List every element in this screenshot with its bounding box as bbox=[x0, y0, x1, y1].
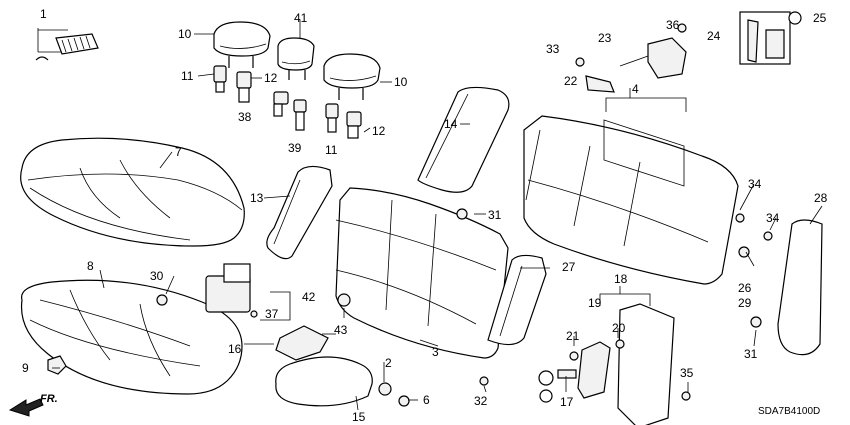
callout-41: 41 bbox=[294, 11, 308, 25]
callout-1: 1 bbox=[40, 7, 47, 21]
diagram-code: SDA7B4100D bbox=[758, 406, 820, 417]
callout-10-right: 10 bbox=[394, 75, 408, 89]
part-13-side-bolster-left bbox=[266, 165, 333, 260]
part-24-25-striker bbox=[739, 11, 802, 65]
part-27-side-panel-right bbox=[487, 254, 547, 346]
callout-28: 28 bbox=[814, 191, 828, 205]
callout-31-right: 31 bbox=[744, 347, 758, 361]
direction-label: FR. bbox=[40, 393, 58, 405]
part-22-23-latch bbox=[585, 37, 687, 93]
callout-30: 30 bbox=[150, 269, 164, 283]
callout-42: 42 bbox=[302, 290, 316, 304]
callout-10-left: 10 bbox=[178, 27, 192, 41]
callout-26: 26 bbox=[738, 281, 752, 295]
callout-4: 4 bbox=[632, 82, 639, 96]
callout-38: 38 bbox=[238, 110, 252, 124]
part-3-seat-back-pad bbox=[335, 187, 509, 359]
fasteners bbox=[156, 23, 773, 407]
part-14-center-panel bbox=[417, 86, 510, 193]
part-28-side-panel-far-right bbox=[777, 219, 823, 356]
callout-29: 29 bbox=[738, 296, 752, 310]
callout-11-right: 11 bbox=[325, 143, 338, 157]
part-42-trunk-through-lid bbox=[205, 263, 251, 313]
callout-43: 43 bbox=[334, 323, 348, 337]
callout-12-right: 12 bbox=[372, 124, 386, 138]
callout-21: 21 bbox=[566, 329, 580, 343]
callout-3: 3 bbox=[432, 345, 439, 359]
callout-6: 6 bbox=[423, 393, 430, 407]
callout-33: 33 bbox=[546, 42, 560, 56]
part-1-clip-kit bbox=[35, 28, 99, 61]
callout-20: 20 bbox=[612, 321, 626, 335]
callout-24: 24 bbox=[707, 29, 721, 43]
part-16-cup-holder bbox=[275, 325, 329, 361]
part-10-headrest-right bbox=[323, 53, 381, 100]
callout-16: 16 bbox=[228, 342, 242, 356]
callout-37: 37 bbox=[265, 307, 279, 321]
callout-34-upper: 34 bbox=[748, 177, 762, 191]
callout-11-left: 11 bbox=[181, 69, 194, 83]
callout-2: 2 bbox=[385, 356, 392, 370]
callout-7: 7 bbox=[175, 145, 182, 159]
part-4-seat-back-frame bbox=[523, 115, 739, 285]
part-9-clip bbox=[47, 355, 67, 375]
callout-32: 32 bbox=[474, 394, 488, 408]
callout-27: 27 bbox=[562, 260, 576, 274]
part-7-seat-cushion-cover bbox=[20, 137, 245, 247]
callout-39: 39 bbox=[288, 141, 302, 155]
callout-15: 15 bbox=[352, 410, 366, 424]
callout-9: 9 bbox=[22, 361, 29, 375]
front-direction-arrow: FR. bbox=[8, 393, 58, 417]
callout-8: 8 bbox=[87, 259, 94, 273]
callout-36: 36 bbox=[666, 18, 680, 32]
callout-34-lower: 34 bbox=[766, 211, 780, 225]
part-41-headrest-center bbox=[277, 37, 315, 80]
callout-22: 22 bbox=[564, 74, 578, 88]
callout-13: 13 bbox=[250, 191, 264, 205]
callout-23: 23 bbox=[598, 31, 612, 45]
callout-31-center: 31 bbox=[488, 208, 502, 222]
callout-17: 17 bbox=[560, 395, 574, 409]
callout-numbers: 1 2 3 4 6 7 8 9 10 10 11 11 12 12 13 14 … bbox=[22, 7, 828, 424]
headrest-guides bbox=[213, 65, 362, 139]
callout-25: 25 bbox=[813, 11, 827, 25]
callout-35: 35 bbox=[680, 366, 694, 380]
leader-lines bbox=[52, 20, 823, 411]
part-15-armrest bbox=[275, 356, 373, 407]
callout-18: 18 bbox=[614, 272, 628, 286]
part-10-headrest-left bbox=[213, 21, 271, 68]
callout-19: 19 bbox=[588, 296, 602, 310]
part-18-19-pass-assembly bbox=[577, 303, 675, 425]
callout-12-left: 12 bbox=[264, 71, 278, 85]
callout-14: 14 bbox=[444, 117, 458, 131]
part-17-key-lock bbox=[538, 369, 577, 403]
